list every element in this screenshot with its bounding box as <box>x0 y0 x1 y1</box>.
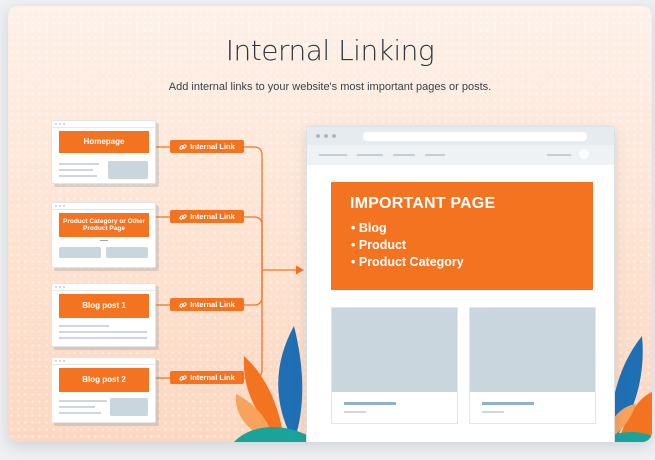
internal-link-tag: Internal Link <box>170 140 244 153</box>
link-icon <box>179 213 187 220</box>
internal-link-label: Internal Link <box>190 300 235 309</box>
link-icon <box>179 301 187 308</box>
browser-window: IMPORTANT PAGE Blog Product Product Cate… <box>306 126 615 442</box>
page-title: Internal Linking <box>225 34 435 67</box>
page-subtitle: Add internal links to your website's mos… <box>168 81 492 93</box>
internal-link-tag: Internal Link <box>170 371 244 384</box>
source-page-title: Blog post 1 <box>59 294 149 318</box>
source-page-title: Product Category or Other Product Page <box>59 213 149 237</box>
internal-link-tag: Internal Link <box>170 210 244 223</box>
image-placeholder <box>332 308 457 392</box>
source-page-title: Homepage <box>59 131 149 153</box>
important-page-title: IMPORTANT PAGE <box>350 195 496 212</box>
browser-toolbar <box>307 127 614 145</box>
source-page-title: Blog post 2 <box>59 368 149 392</box>
link-icon <box>179 374 187 381</box>
content-card-left <box>331 307 458 424</box>
important-page-item: Blog <box>351 220 464 237</box>
source-page-blog-post-1: Blog post 1 <box>51 283 156 347</box>
content-card-right <box>469 307 596 424</box>
important-page-item: Product <box>351 237 464 254</box>
internal-link-label: Internal Link <box>190 212 235 221</box>
internal-link-label: Internal Link <box>190 373 235 382</box>
source-page-product-category: Product Category or Other Product Page <box>51 202 156 268</box>
image-placeholder <box>110 398 148 416</box>
internal-link-tag: Internal Link <box>170 298 244 311</box>
source-page-homepage: Homepage <box>51 120 156 184</box>
arrow-head <box>296 265 304 275</box>
image-placeholder <box>470 308 595 392</box>
important-page-item: Product Category <box>351 254 464 271</box>
connector-lines <box>154 146 304 379</box>
image-placeholder <box>108 161 148 179</box>
source-page-blog-post-2: Blog post 2 <box>51 357 156 423</box>
address-bar <box>363 132 587 141</box>
infographic-card: Internal Linking Add internal links to y… <box>8 6 652 442</box>
internal-link-label: Internal Link <box>190 142 235 151</box>
important-page-block: IMPORTANT PAGE Blog Product Product Cate… <box>331 182 593 290</box>
image-placeholder <box>106 247 148 258</box>
image-placeholder <box>59 247 101 258</box>
site-nav <box>307 145 614 165</box>
avatar <box>579 149 589 159</box>
link-icon <box>179 143 187 150</box>
important-page-list: Blog Product Product Category <box>351 220 464 271</box>
